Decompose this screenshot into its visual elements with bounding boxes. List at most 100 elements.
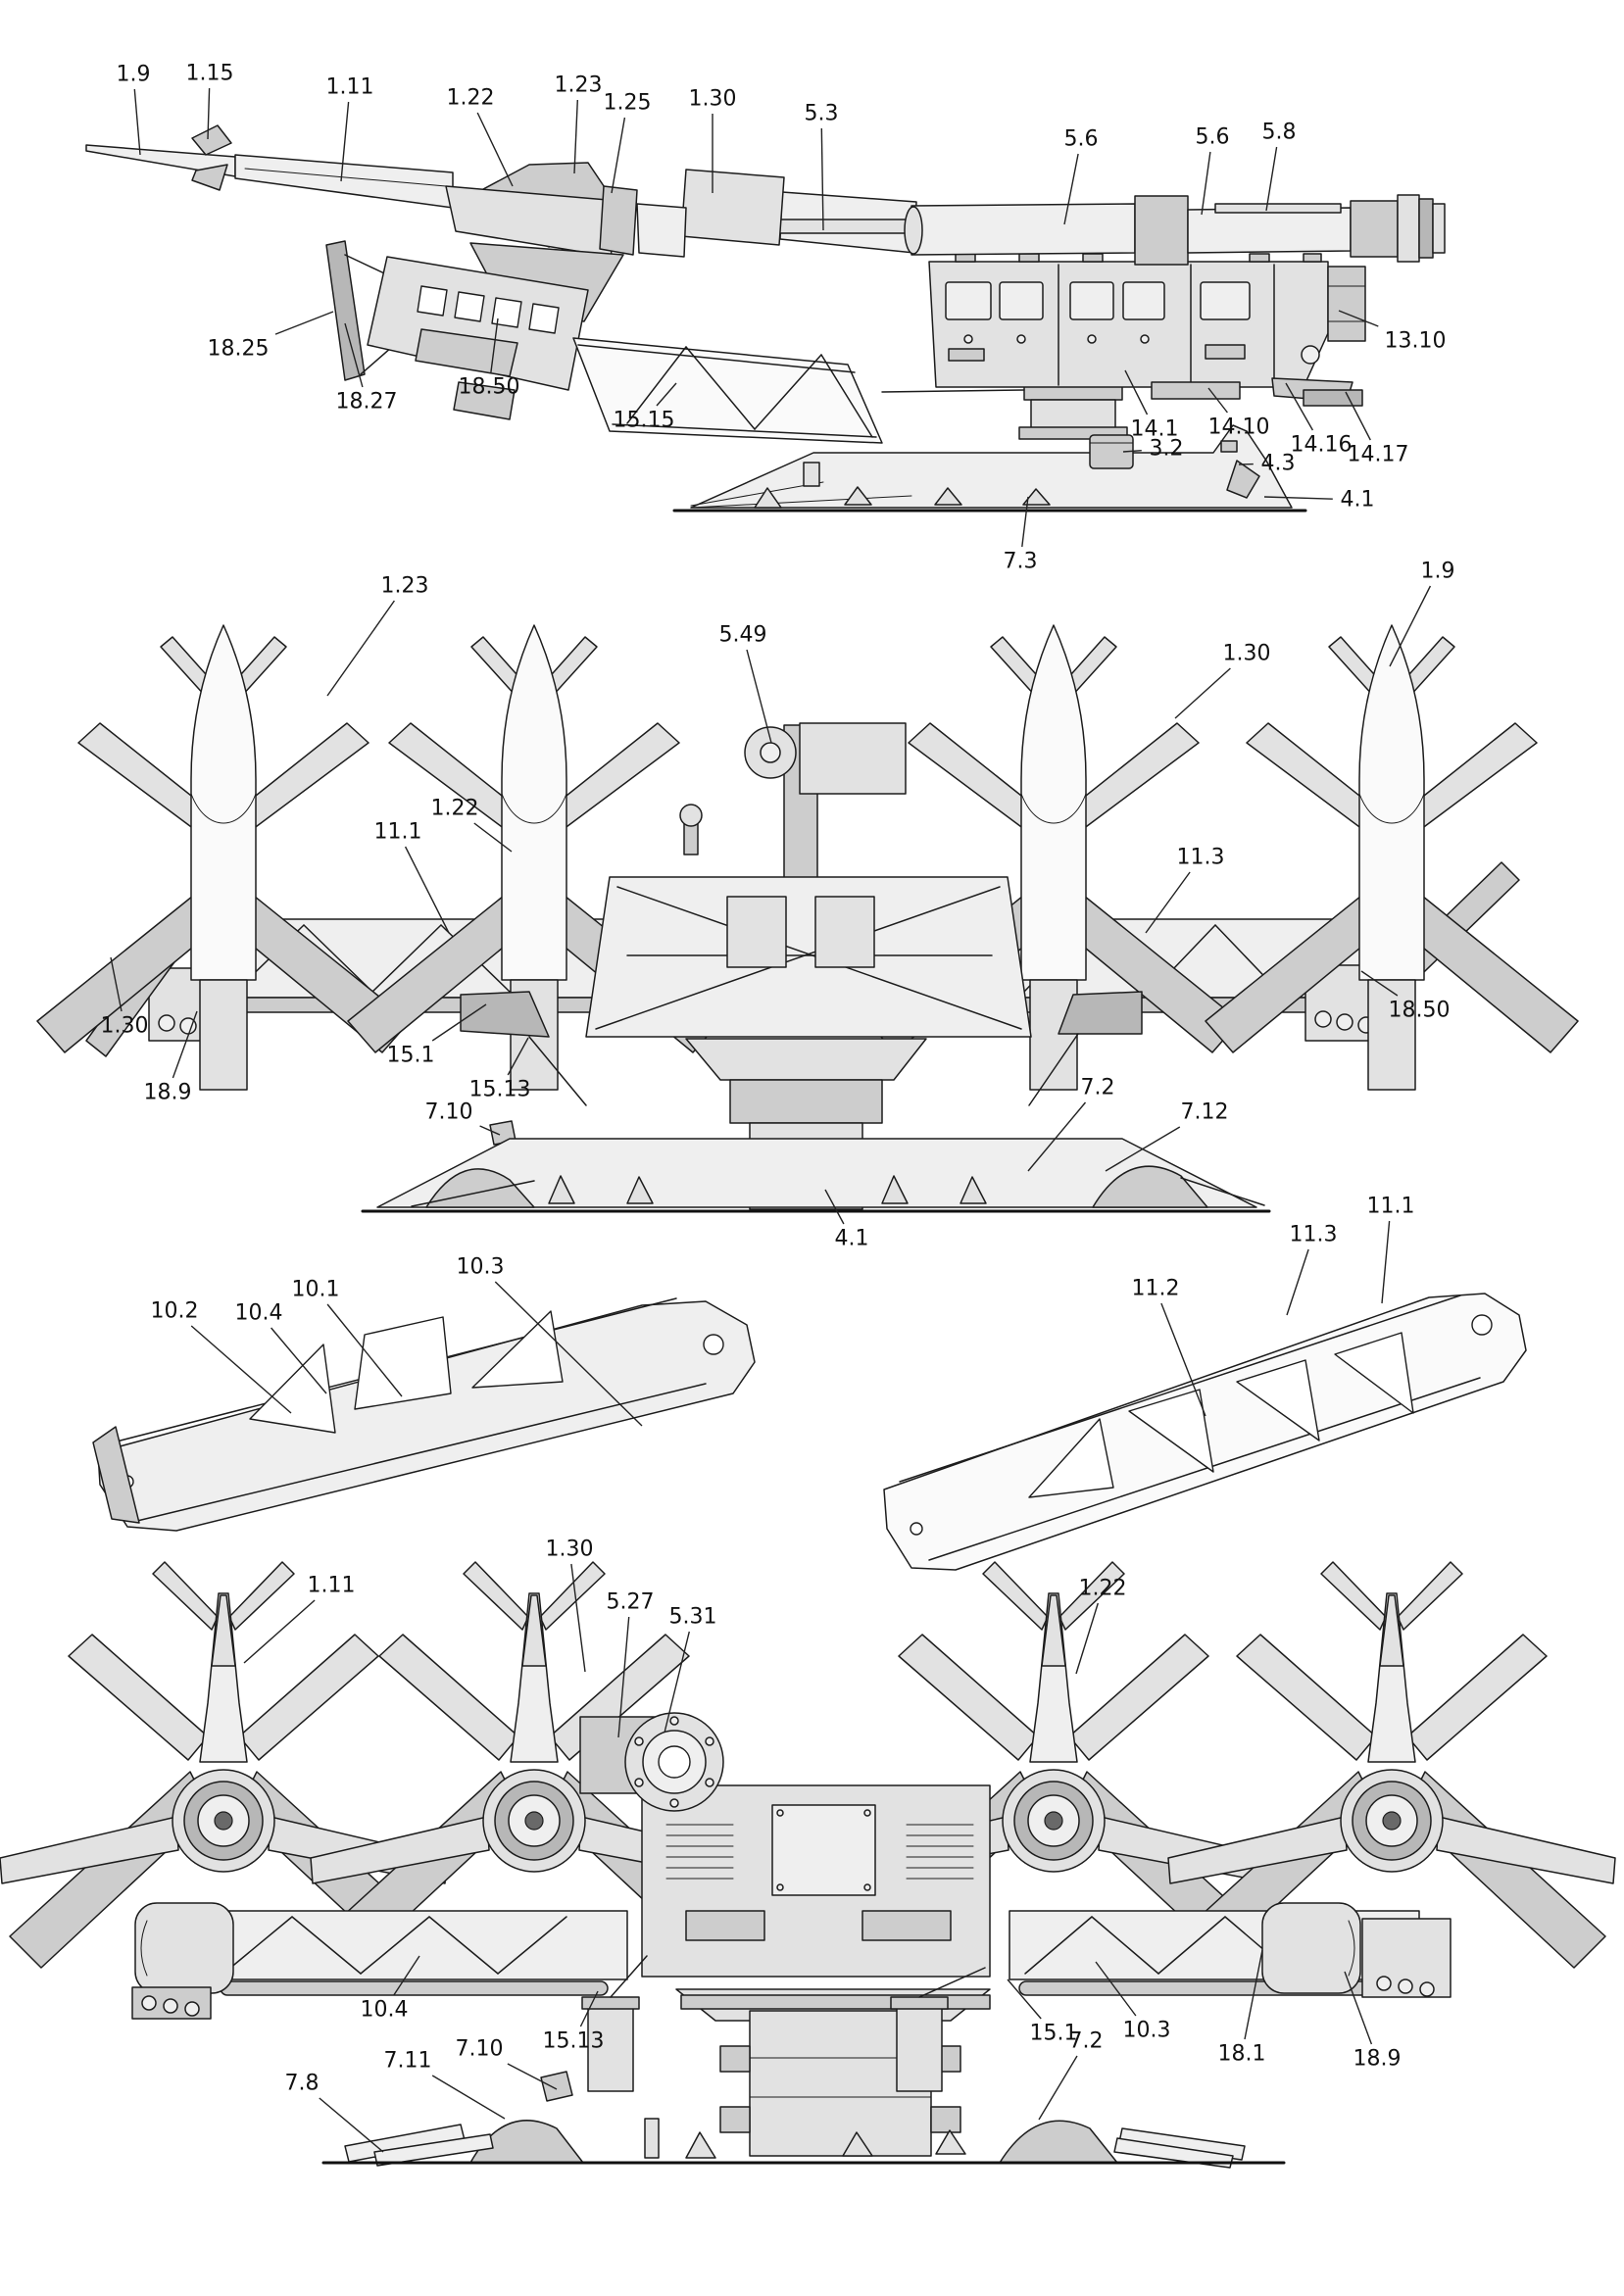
callout-fig1-1.11: 1.11 xyxy=(326,75,373,182)
drawing-shape xyxy=(685,346,756,430)
drawing-shape xyxy=(881,1175,909,1204)
leader-line xyxy=(1021,496,1029,548)
drawing-shape xyxy=(1030,399,1116,430)
leader-line xyxy=(494,1281,643,1427)
part-number-label: 15.13 xyxy=(469,1078,531,1102)
drawing-shape xyxy=(626,346,687,424)
callout-fig4-18.1: 18.1 xyxy=(1218,1949,1265,2067)
leader-line xyxy=(611,117,626,194)
callout-fig3-10.4: 10.4 xyxy=(235,1301,327,1394)
drawing-shape xyxy=(1314,1010,1332,1028)
drawing-shape xyxy=(595,886,1001,1030)
drawing-shape xyxy=(814,896,875,968)
drawing-shape xyxy=(910,1522,923,1536)
leader-line xyxy=(473,822,513,853)
callout-fig3-11.1: 11.1 xyxy=(1367,1195,1414,1304)
drawing-shape xyxy=(690,424,1293,509)
drawing-shape xyxy=(934,487,962,506)
callout-fig4-1.30: 1.30 xyxy=(546,1538,593,1673)
callout-fig2-1.22: 1.22 xyxy=(431,797,513,853)
bottom-box-14-17 xyxy=(1303,389,1363,407)
forward-body-1-11 xyxy=(234,154,454,209)
part-number-label: 15.13 xyxy=(543,2029,605,2054)
leader-line xyxy=(1095,1961,1137,2017)
part-number-label: 1.11 xyxy=(308,1574,356,1598)
leader-line xyxy=(1263,496,1333,500)
leader-line xyxy=(1038,2055,1078,2121)
callout-fig2-5.49: 5.49 xyxy=(719,623,772,744)
part-number-label: 4.1 xyxy=(1341,488,1375,513)
part-number-label: 14.17 xyxy=(1348,443,1409,467)
leader-line xyxy=(1007,1978,1042,2020)
outrigger-shoe-7-2 xyxy=(999,2120,1118,2164)
part-number-label: 1.25 xyxy=(604,91,652,116)
leader-line xyxy=(824,1189,845,1225)
drawing-shape xyxy=(158,1014,175,1032)
part-number-label: 18.50 xyxy=(459,375,520,400)
drawing-shape xyxy=(572,337,883,444)
leader-line xyxy=(393,1955,420,1996)
drawing-shape xyxy=(1432,203,1446,254)
leader-line xyxy=(431,2075,506,2120)
part-number-label: 15.1 xyxy=(387,1044,435,1068)
callout-fig1-13.10: 13.10 xyxy=(1338,310,1446,354)
part-number-label: 1.9 xyxy=(117,63,151,87)
pedestal xyxy=(1018,383,1134,469)
figure2-front-view xyxy=(36,624,1579,1213)
drawing-shape xyxy=(1128,1389,1214,1473)
drawing-shape xyxy=(904,206,923,255)
center-trunnion xyxy=(1134,195,1189,266)
leader-line xyxy=(404,846,450,934)
leader-line xyxy=(476,112,514,187)
leader-line xyxy=(431,1003,487,1042)
leader-line xyxy=(319,2097,384,2153)
leader-line xyxy=(570,1563,586,1673)
drawing-shape xyxy=(703,1334,724,1355)
drawing-shape xyxy=(249,1343,336,1434)
drawing-shape xyxy=(207,1910,628,1980)
push-rod-5-3 xyxy=(778,219,919,234)
base-platform xyxy=(672,424,1307,513)
callout-fig1-18.50: 18.50 xyxy=(459,318,520,400)
part-number-label: 1.15 xyxy=(186,62,234,86)
drawing-shape xyxy=(428,1916,499,1975)
drawing-shape xyxy=(585,876,1032,1038)
drawing-shape xyxy=(890,1996,949,2010)
drawing-shape xyxy=(1205,344,1246,360)
callout-fig1-5.3: 5.3 xyxy=(805,102,839,231)
leader-line xyxy=(1338,310,1379,327)
drawing-shape xyxy=(1157,1916,1226,1975)
part-number-label: 10.3 xyxy=(457,1255,505,1280)
drawing-shape xyxy=(244,168,447,187)
vent-grille-right xyxy=(906,1824,974,1880)
leader-line xyxy=(1122,450,1142,453)
part-number-label: 7.3 xyxy=(1004,550,1038,574)
part-number-label: 18.9 xyxy=(144,1081,192,1105)
callout-fig2-4.1: 4.1 xyxy=(824,1189,869,1251)
leader-line xyxy=(1063,153,1079,225)
callout-fig1-5.8: 5.8 xyxy=(1262,121,1297,212)
drawing-shape xyxy=(705,1736,714,1746)
part-number-label: 7.10 xyxy=(425,1100,473,1125)
central-cradle xyxy=(460,722,1143,1146)
pedestal-and-base xyxy=(361,1038,1271,1213)
callout-fig2-7.2: 7.2 xyxy=(1027,1076,1115,1172)
callout-fig1-1.22: 1.22 xyxy=(447,86,514,187)
callout-fig4-10.4: 10.4 xyxy=(361,1955,420,2023)
leader-line xyxy=(1344,1971,1373,2045)
callout-fig2-15.13: 15.13 xyxy=(469,1037,531,1102)
callout-fig4-7.2: 7.2 xyxy=(1038,2029,1104,2121)
drawing-shape xyxy=(928,1377,1481,1561)
leader-line xyxy=(1286,1248,1309,1316)
part-number-label: 11.3 xyxy=(1290,1223,1338,1247)
leader-line xyxy=(820,127,824,231)
drawing-shape xyxy=(373,2133,494,2167)
drawing-shape xyxy=(1140,334,1150,344)
drawing-shape xyxy=(726,896,787,968)
drawing-shape xyxy=(685,1038,927,1081)
drawing-shape xyxy=(669,1798,679,1808)
callout-fig1-14.1: 14.1 xyxy=(1124,369,1178,442)
part-number-label: 7.12 xyxy=(1181,1100,1229,1125)
